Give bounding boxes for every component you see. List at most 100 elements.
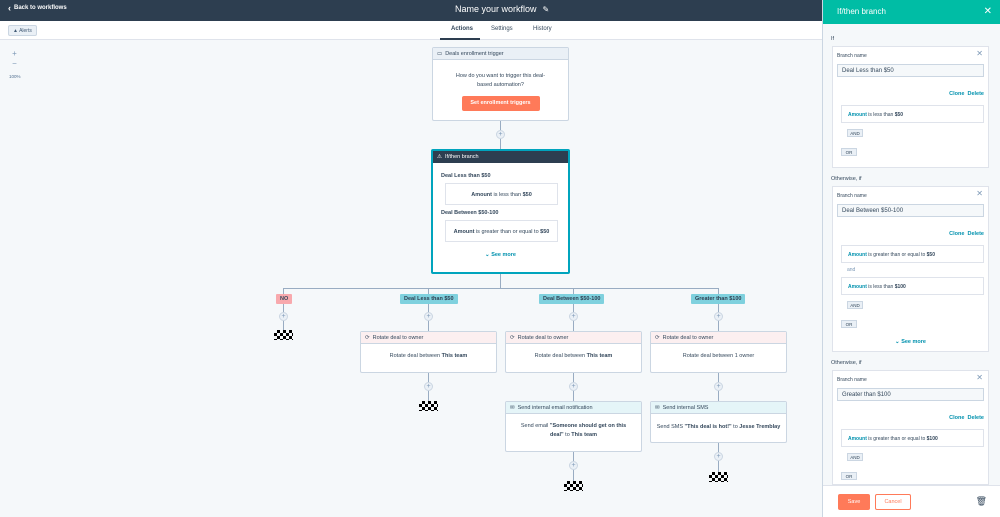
tab-history[interactable]: History [533, 26, 552, 32]
rotate-icon: ⟳ [655, 334, 660, 341]
rotate-deal-card[interactable]: ⟳ Rotate deal to owner Rotate deal betwe… [650, 331, 787, 373]
chevron-down-icon: ⌄ [485, 252, 490, 258]
set-enrollment-triggers-button[interactable]: Set enrollment triggers [461, 96, 540, 111]
rotate-description: Rotate deal between 1 owner [682, 353, 755, 359]
branch-name-label: Branch name [837, 193, 867, 199]
back-to-workflows-link[interactable]: ‹ Back to workflows [8, 4, 67, 13]
branch-tag-less-than-50: Deal Less than $50 [400, 294, 458, 304]
or-button[interactable]: OR [841, 472, 857, 480]
branch-connector [283, 288, 719, 289]
delete-link[interactable]: Delete [967, 231, 984, 237]
branch-config-2: ✕ Branch name Deal Between $50-100 Clone… [832, 186, 989, 352]
zoom-out-button[interactable]: − [12, 59, 17, 68]
enrollment-trigger-card[interactable]: ▭ Deals enrollment trigger How do you wa… [432, 47, 569, 121]
otherwise-if-label: Otherwise, if [831, 360, 862, 366]
panel-title: If/then branch [837, 7, 886, 16]
if-label: If [831, 36, 835, 42]
filter-condition[interactable]: Amount is greater than or equal to $50 [841, 245, 984, 263]
branch-name-input[interactable]: Greater than $100 [837, 388, 984, 401]
close-icon[interactable]: ✕ [976, 189, 983, 198]
close-icon[interactable]: ✕ [976, 373, 983, 382]
see-more-link[interactable]: ⌄ See more [485, 252, 516, 258]
connector-line [718, 288, 719, 331]
branch-name-input[interactable]: Deal Between $50-100 [837, 204, 984, 217]
cancel-button[interactable]: Cancel [875, 494, 911, 510]
close-icon[interactable]: ✕ [976, 49, 983, 58]
zoom-level: 100% [9, 74, 21, 79]
branch-header-label: If/then branch [444, 154, 479, 160]
connector-line [573, 288, 574, 331]
clone-link[interactable]: Clone [949, 415, 965, 421]
chevron-down-icon: ⌄ [895, 339, 900, 345]
workflow-title[interactable]: Name your workflow ✎ [455, 4, 549, 14]
add-action-button[interactable]: + [569, 382, 578, 391]
alerts-label: Alerts [19, 28, 32, 34]
branch-condition: Amount is less than $50 [445, 183, 558, 205]
branch-name-input[interactable]: Deal Less than $50 [837, 64, 984, 77]
warning-icon: ▲ [13, 28, 18, 34]
branch-config-1: ✕ Branch name Deal Less than $50 Clone D… [832, 46, 989, 168]
branch-name-label: Branch name [837, 377, 867, 383]
save-button[interactable]: Save [838, 494, 870, 510]
branch-tag-no: NO [276, 294, 293, 304]
top-bar: ‹ Back to workflows Name your workflow ✎ [0, 0, 1000, 21]
and-button[interactable]: AND [847, 129, 863, 137]
and-button[interactable]: AND [847, 301, 863, 309]
clone-link[interactable]: Clone [949, 231, 965, 237]
add-action-button[interactable]: + [714, 382, 723, 391]
trash-icon[interactable]: 🗑 [975, 496, 987, 506]
add-action-button[interactable]: + [496, 130, 505, 139]
sms-icon: ✉ [655, 404, 660, 411]
add-action-button[interactable]: + [569, 312, 578, 321]
warning-icon: ⚠ [437, 154, 442, 160]
if-then-branch-card[interactable]: ⚠ If/then branch Deal Less than $50 Amou… [431, 149, 570, 274]
branch-card-header: ⚠ If/then branch [433, 151, 568, 163]
add-action-button[interactable]: + [714, 452, 723, 461]
close-icon[interactable]: ✕ [983, 6, 992, 17]
end-flag-icon [419, 401, 438, 411]
zoom-in-button[interactable]: + [12, 49, 17, 58]
rotate-header-label: Rotate deal to owner [372, 334, 424, 341]
trigger-header-label: Deals enrollment trigger [445, 50, 504, 57]
rotate-deal-card[interactable]: ⟳ Rotate deal to owner Rotate deal betwe… [505, 331, 642, 373]
end-flag-icon [709, 472, 728, 482]
add-action-button[interactable]: + [424, 312, 433, 321]
alerts-button[interactable]: ▲ Alerts [8, 25, 37, 36]
active-tab-indicator [440, 38, 480, 40]
add-action-button[interactable]: + [279, 312, 288, 321]
rotate-icon: ⟳ [510, 334, 515, 341]
end-flag-icon [564, 481, 583, 491]
add-action-button[interactable]: + [569, 461, 578, 470]
rotate-description: Rotate deal between This team [534, 353, 613, 359]
send-sms-card[interactable]: ✉ Send internal SMS Send SMS "This deal … [650, 401, 787, 443]
sms-description: Send SMS "This deal is hot!" to Jesse Tr… [656, 424, 781, 430]
delete-link[interactable]: Delete [967, 415, 984, 421]
back-label: Back to workflows [14, 5, 67, 11]
tab-actions[interactable]: Actions [451, 26, 474, 32]
or-button[interactable]: OR [841, 320, 857, 328]
filter-condition[interactable]: Amount is less than $50 [841, 105, 984, 123]
rotate-icon: ⟳ [365, 334, 370, 341]
sms-header-label: Send internal SMS [662, 404, 709, 411]
filter-condition[interactable]: Amount is greater than or equal to $100 [841, 429, 984, 447]
tab-settings[interactable]: Settings [491, 26, 513, 32]
branch-name: Deal Less than $50 [441, 173, 491, 179]
trigger-description: How do you want to trigger this deal-bas… [455, 73, 546, 88]
send-email-card[interactable]: ✉ Send internal email notification Send … [505, 401, 642, 452]
deal-icon: ▭ [437, 50, 443, 57]
or-button[interactable]: OR [841, 148, 857, 156]
clone-delete-links: Clone Delete [949, 415, 984, 421]
and-button[interactable]: AND [847, 453, 863, 461]
rotate-description: Rotate deal between This team [389, 353, 468, 359]
clone-link[interactable]: Clone [949, 91, 965, 97]
panel-footer: Save Cancel 🗑 [823, 485, 1000, 517]
add-action-button[interactable]: + [424, 382, 433, 391]
rotate-deal-card[interactable]: ⟳ Rotate deal to owner Rotate deal betwe… [360, 331, 497, 373]
delete-link[interactable]: Delete [967, 91, 984, 97]
filter-condition[interactable]: Amount is less than $100 [841, 277, 984, 295]
see-more-link[interactable]: ⌄ See more [895, 339, 926, 345]
and-connector: and [847, 267, 856, 273]
pencil-icon[interactable]: ✎ [542, 4, 550, 14]
add-action-button[interactable]: + [714, 312, 723, 321]
connector-line [428, 288, 429, 331]
